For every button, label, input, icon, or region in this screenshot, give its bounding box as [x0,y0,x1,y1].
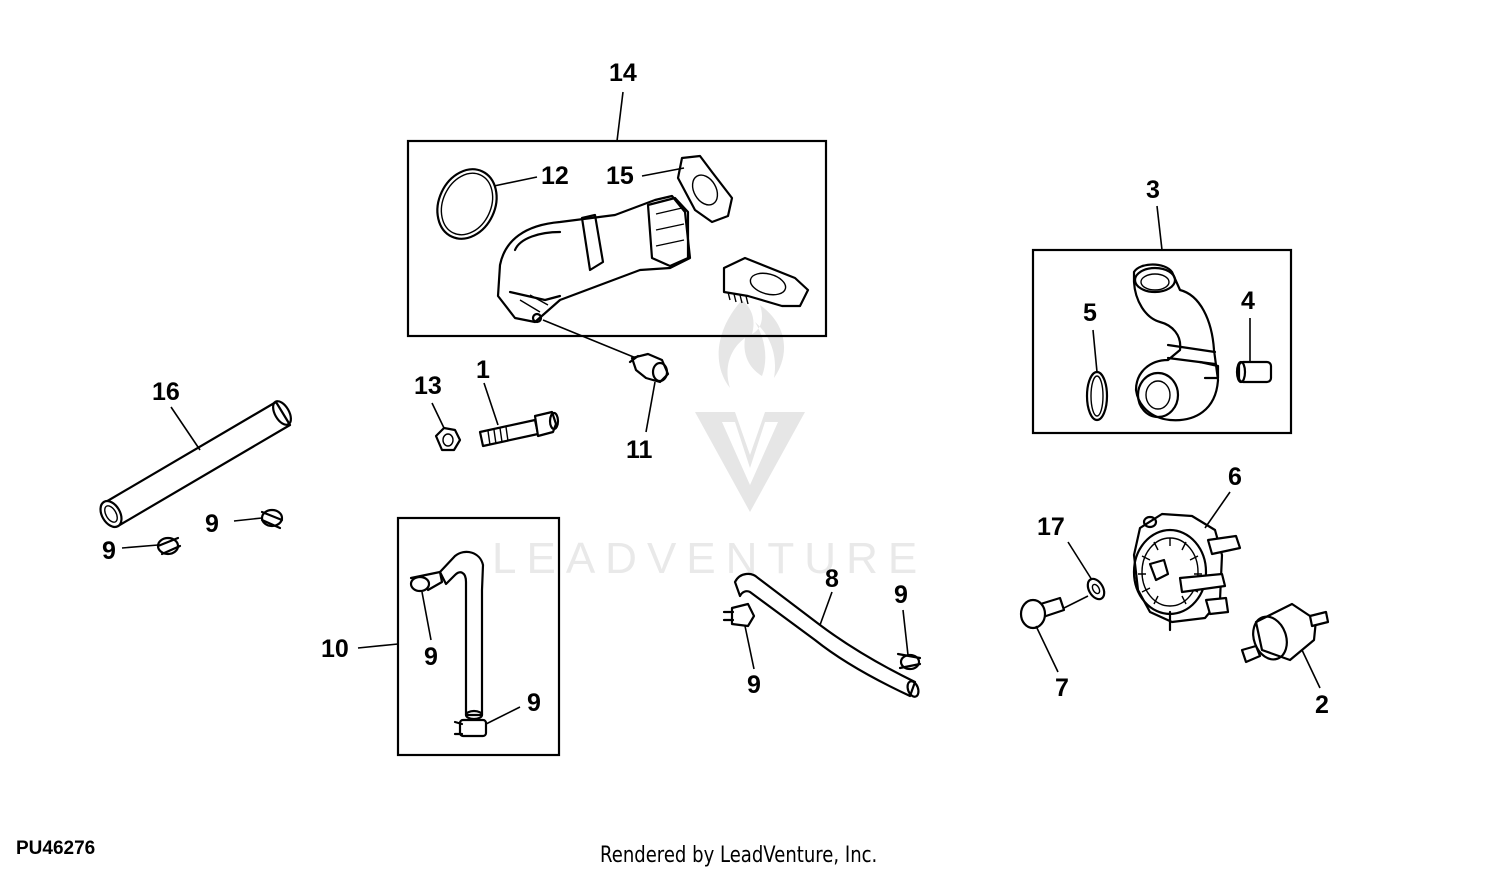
clamp-part-9-hose8-left[interactable] [722,602,756,628]
callout-9-f: 9 [894,581,908,609]
o-ring-part-5[interactable] [1085,370,1109,422]
nut-part-13[interactable] [434,426,462,452]
watermark-text: LEADVENTURE [492,534,927,583]
clamp-part-9-upper[interactable] [260,508,284,530]
stud-part-1[interactable] [478,410,560,448]
gasket-part-15[interactable] [676,154,734,224]
thermostat-housing-part-3[interactable] [1132,263,1220,422]
hose-part-16[interactable] [96,398,294,530]
fuel-filter-part-2[interactable] [1240,602,1330,664]
leader-lines [121,91,1321,725]
callout-15: 15 [606,162,634,190]
clamp-part-9-box-upper[interactable] [409,570,444,593]
callout-9-d: 9 [527,689,541,717]
callout-17: 17 [1037,513,1065,541]
callout-3: 3 [1146,176,1160,204]
callout-14: 14 [609,59,637,87]
callout-4: 4 [1241,287,1255,315]
sleeve-part-4[interactable] [1235,360,1273,384]
clamp-part-9-left[interactable] [156,536,182,556]
hose-part-10[interactable] [438,550,485,721]
callout-16: 16 [152,378,180,406]
callout-2: 2 [1315,691,1329,719]
hose-part-8[interactable] [733,572,920,698]
watermark-logo [695,300,805,512]
group-box-10 [396,516,561,757]
figure-id: PU46276 [16,838,96,859]
credit-line: Rendered by LeadVenture, Inc. [600,843,878,868]
callout-11: 11 [626,436,653,464]
callout-13: 13 [414,372,442,400]
callout-7: 7 [1055,674,1069,702]
callout-12: 12 [541,162,569,190]
callout-5: 5 [1083,299,1097,327]
clamp-part-9-box-lower[interactable] [453,718,488,738]
clamp-part-9-hose8-right[interactable] [896,652,922,671]
callout-9-b: 9 [205,510,219,538]
callout-1: 1 [476,356,490,384]
o-ring-part-12[interactable] [426,160,507,249]
fitting-part-11[interactable] [628,352,670,384]
manifold-gasket[interactable] [722,256,810,308]
valve-part-7[interactable] [1019,596,1066,630]
callout-6: 6 [1228,463,1242,491]
callout-9-c: 9 [424,643,438,671]
intake-manifold[interactable] [496,194,692,324]
washer-part-17[interactable] [1084,576,1107,602]
callout-10: 10 [321,635,349,663]
callout-9-e: 9 [747,671,761,699]
callout-8: 8 [825,565,839,593]
fuel-pump-part-6[interactable] [1132,512,1242,632]
callout-9-a: 9 [102,537,116,565]
